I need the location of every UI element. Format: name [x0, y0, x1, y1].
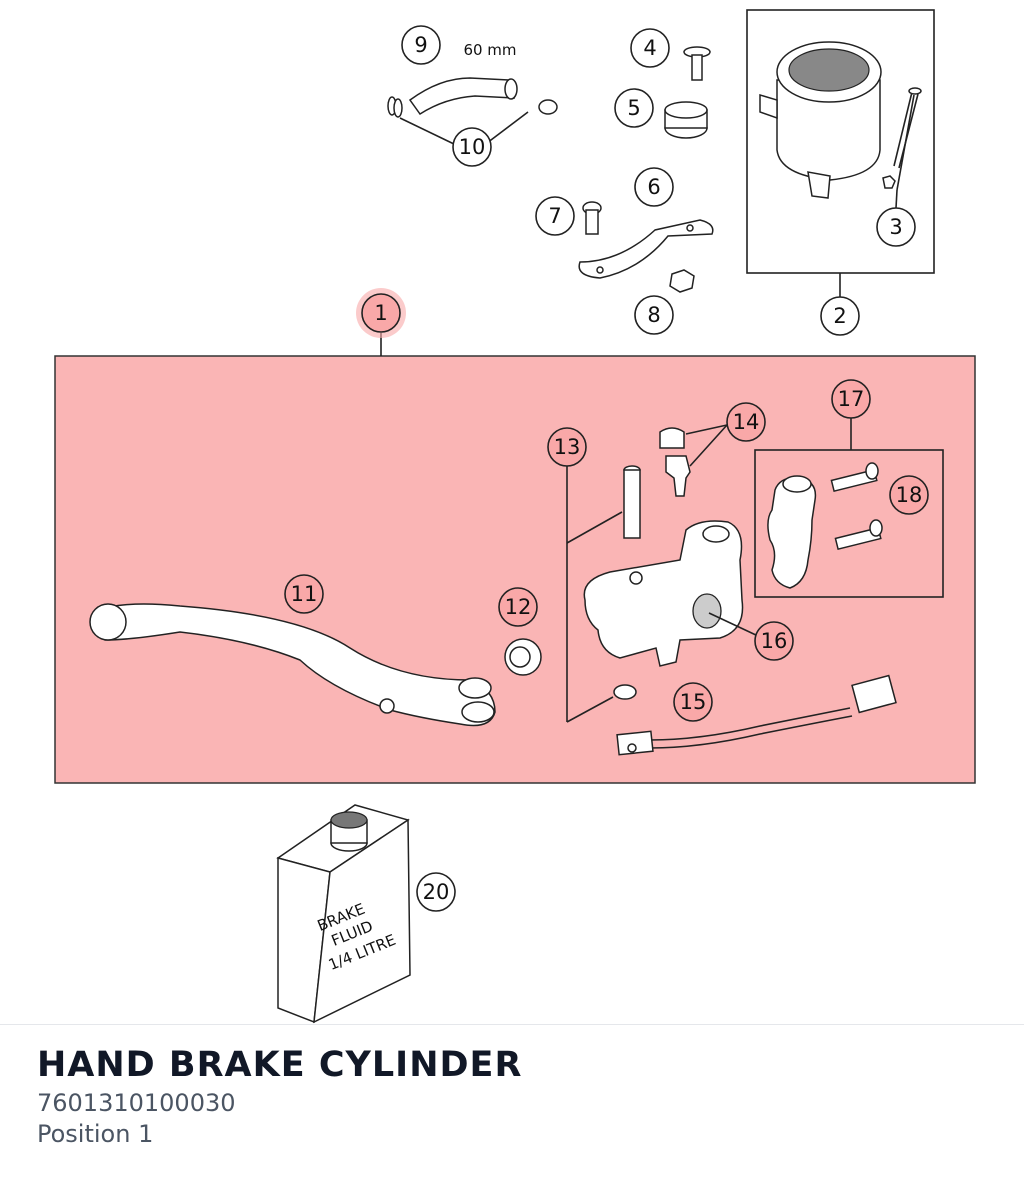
callout-9-label: 9: [414, 33, 427, 57]
info-footer: HAND BRAKE CYLINDER 7601310100030 Positi…: [0, 1024, 1024, 1178]
callout-7[interactable]: 7: [535, 196, 575, 236]
brake-fluid-container[interactable]: BRAKE FLUID 1/4 LITRE: [276, 804, 411, 1024]
callout-20[interactable]: 20: [416, 872, 456, 912]
hose-part: 60 mm: [408, 41, 518, 116]
dust-boot-part-12: [504, 638, 542, 676]
hose-clamp-left: [387, 96, 403, 118]
nut-part-8: [669, 269, 695, 293]
callout-2[interactable]: 2: [820, 296, 860, 336]
callout-7-label: 7: [548, 204, 561, 228]
callout-15-label: 15: [680, 690, 707, 714]
bolt-part-7: [582, 201, 602, 235]
callout-3-label: 3: [889, 215, 902, 239]
handlebar-clamp: [767, 475, 817, 589]
callout-10[interactable]: 10: [452, 127, 492, 167]
brake-lever-part-11[interactable]: [89, 603, 496, 727]
bleeder-part-14: [659, 427, 691, 497]
screw-part-4: [683, 46, 711, 81]
clamp-bolts-part-18: [830, 462, 883, 551]
callout-17-label: 17: [838, 387, 865, 411]
assembly-highlight-region[interactable]: [54, 355, 976, 784]
piston-pin-part-13: [613, 465, 641, 700]
brake-switch-part-15: [616, 674, 897, 756]
callout-1[interactable]: 1: [356, 288, 406, 338]
callout-14[interactable]: 14: [726, 402, 766, 442]
part-number: 7601310100030: [37, 1089, 236, 1117]
reservoir-part: [759, 41, 882, 199]
master-cylinder-body[interactable]: [583, 520, 744, 667]
bracket-part-6: [578, 219, 714, 279]
callout-5[interactable]: 5: [614, 88, 654, 128]
callout-3[interactable]: 3: [876, 207, 916, 247]
callout-5-label: 5: [627, 96, 640, 120]
callout-6[interactable]: 6: [634, 167, 674, 207]
callout-16[interactable]: 16: [754, 621, 794, 661]
callout-8[interactable]: 8: [634, 295, 674, 335]
callout-8-label: 8: [647, 303, 660, 327]
callout-9[interactable]: 9: [401, 25, 441, 65]
assembly-title: HAND BRAKE CYLINDER: [37, 1045, 523, 1085]
callout-12-label: 12: [505, 595, 532, 619]
callout-14-label: 14: [733, 410, 760, 434]
callout-18-label: 18: [896, 483, 923, 507]
callout-12[interactable]: 12: [498, 587, 538, 627]
callout-10-label: 10: [459, 135, 486, 159]
hose-clamp-right: [538, 99, 558, 115]
callout-1-label: 1: [374, 301, 387, 325]
callout-13-label: 13: [554, 435, 581, 459]
grommet-part-5: [664, 101, 708, 139]
callout-4-label: 4: [643, 36, 656, 60]
clamp-box-part-17: [754, 449, 944, 598]
callout-20-label: 20: [423, 880, 450, 904]
callout-16-label: 16: [761, 629, 788, 653]
callout-2-label: 2: [833, 304, 846, 328]
callout-17[interactable]: 17: [831, 379, 871, 419]
callout-6-label: 6: [647, 175, 660, 199]
callout-11-label: 11: [291, 582, 318, 606]
callout-13[interactable]: 13: [547, 427, 587, 467]
position-label: Position 1: [37, 1120, 154, 1148]
hose-length-label: 60 mm: [463, 41, 516, 59]
callout-18[interactable]: 18: [889, 475, 929, 515]
reservoir-screw-part-3: [882, 87, 922, 189]
callout-4[interactable]: 4: [630, 28, 670, 68]
callout-11[interactable]: 11: [284, 574, 324, 614]
callout-15[interactable]: 15: [673, 682, 713, 722]
exploded-parts-diagram: 60 mm: [54, 9, 976, 1024]
